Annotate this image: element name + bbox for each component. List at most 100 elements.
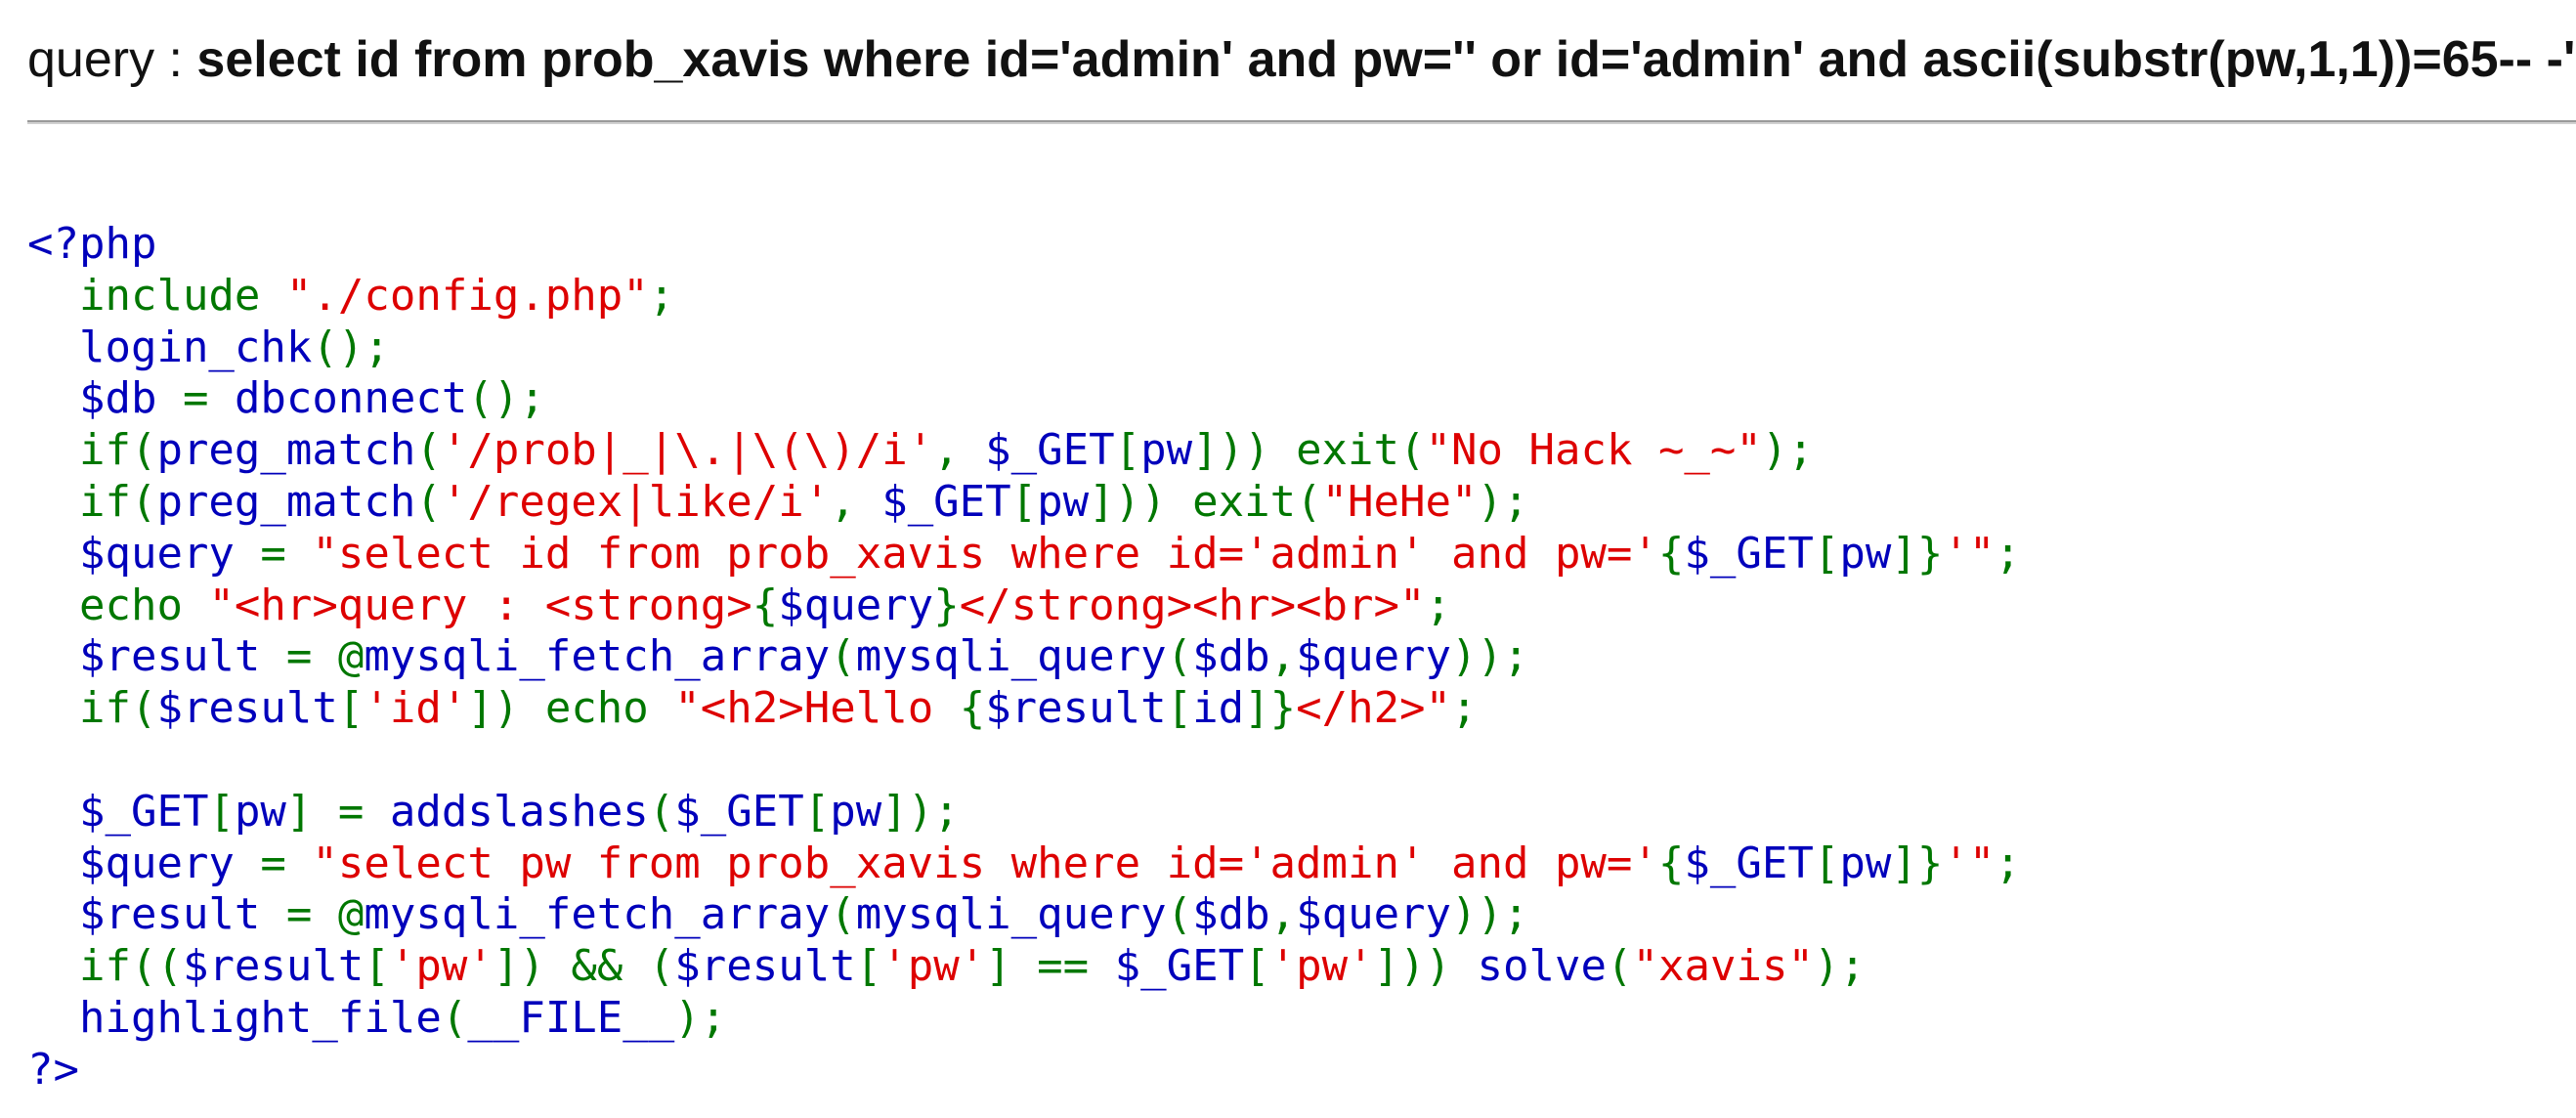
code-token: ); [1813,941,1866,992]
code-token: $query [1296,889,1452,940]
code-token: = [182,373,235,424]
code-token: highlight_file [27,992,442,1043]
code-token: login_chk [27,322,313,372]
code-token: if(( [27,941,183,992]
code-token: = [260,838,313,888]
code-token: 'pw' [1269,941,1374,992]
code-token: [ [1244,941,1270,992]
code-token: solve [1477,941,1607,992]
code-token: $result [182,941,365,992]
code-token: '/prob|_|\.|\(\)/i' [441,425,934,476]
code-token: $result [27,631,286,682]
code-token: "<hr>query : <strong> [208,580,752,630]
code-token: [ [364,941,390,992]
code-token: $_GET [881,476,1011,527]
query-line: query : select id from prob_xavis where … [27,27,2575,92]
code-token: { [1657,528,1685,579]
code-token: ]} [1891,838,1944,888]
code-token: $db [27,373,183,424]
code-token: ); [1477,476,1529,527]
code-line: $result = @mysqli_fetch_array(mysqli_que… [27,631,1529,681]
code-token: if( [27,425,157,476]
code-token: [ [337,683,365,734]
code-line: $query = "select id from prob_xavis wher… [27,529,2021,579]
code-token: <?php [27,219,157,269]
code-token: { [751,580,779,630]
code-token: ( [415,425,442,476]
code-token: $_GET [1114,941,1245,992]
code-token: $result [985,683,1167,734]
code-line: if(($result['pw']) && ($result['pw'] == … [27,941,1866,991]
code-token: 'pw' [881,941,986,992]
code-token: addslashes [389,786,649,837]
code-token: $query [27,838,261,888]
code-token: ( [830,889,856,940]
code-token: ])) exit( [1192,425,1426,476]
code-line: $_GET[pw] = addslashes($_GET[pw]); [27,787,960,837]
code-token [27,735,54,785]
code-token: $result [156,683,338,734]
code-token: $_GET [27,786,209,837]
code-token: $db [1192,631,1270,682]
code-token: pw [1839,838,1892,888]
code-token: "select pw from prob_xavis where id='adm… [312,838,1658,888]
code-token: ( [415,476,442,527]
code-token: "HeHe" [1321,476,1478,527]
code-line: <?php [27,219,156,269]
code-token: ?> [27,1044,79,1095]
code-token: ]) echo [467,683,675,734]
code-line: $db = dbconnect(); [27,373,545,423]
query-label: query : [27,31,197,88]
code-line: ?> [27,1045,79,1095]
code-token: [ [1114,425,1141,476]
code-token: ( [830,631,856,682]
code-token: $result [674,941,856,992]
code-token: (); [467,373,545,424]
code-token: [ [1813,528,1840,579]
code-token: , [1269,631,1297,682]
code-token: pw [1037,476,1090,527]
code-token: ( [1166,889,1193,940]
code-token: [ [1813,838,1840,888]
code-token: 'pw' [389,941,494,992]
code-token: , [830,476,882,527]
code-token: $query [1296,631,1452,682]
code-token: ]} [1244,683,1297,734]
code-line: if(preg_match('/prob|_|\.|\(\)/i', $_GET… [27,425,1814,475]
code-token: ; [648,270,675,321]
code-token: (); [312,322,390,372]
code-token: 'id' [364,683,468,734]
code-token: id [1192,683,1245,734]
code-token: mysqli_query [855,889,1167,940]
code-line: $query = "select pw from prob_xavis wher… [27,838,2021,888]
code-token: preg_match [156,425,416,476]
code-token: ])) [1373,941,1478,992]
code-token: if( [27,476,157,527]
code-token: ; [1451,683,1478,734]
code-token: , [933,425,986,476]
code-token: ] = [285,786,390,837]
code-token: $result [27,889,286,940]
code-token: { [959,683,986,734]
code-token: "xavis" [1632,941,1814,992]
code-line: include "./config.php"; [27,271,674,321]
code-token: [ [208,786,235,837]
code-token: </strong><hr><br>" [959,580,1426,630]
code-token: ; [1995,838,2021,888]
code-token: [ [803,786,831,837]
code-token: ]) && ( [493,941,675,992]
code-line: login_chk(); [27,322,390,372]
code-token: mysqli_fetch_array [364,631,831,682]
code-token: ( [1166,631,1193,682]
code-token: $db [1192,889,1270,940]
code-token: mysqli_query [855,631,1167,682]
code-token: ]} [1891,528,1944,579]
code-token: $_GET [985,425,1115,476]
code-token: ]); [881,786,960,837]
code-token: { [1657,838,1685,888]
code-line: echo "<hr>query : <strong>{$query}</stro… [27,580,1451,630]
code-token: $query [27,528,261,579]
code-token: $_GET [1684,838,1814,888]
code-token: echo [27,580,209,630]
code-token: dbconnect [234,373,468,424]
